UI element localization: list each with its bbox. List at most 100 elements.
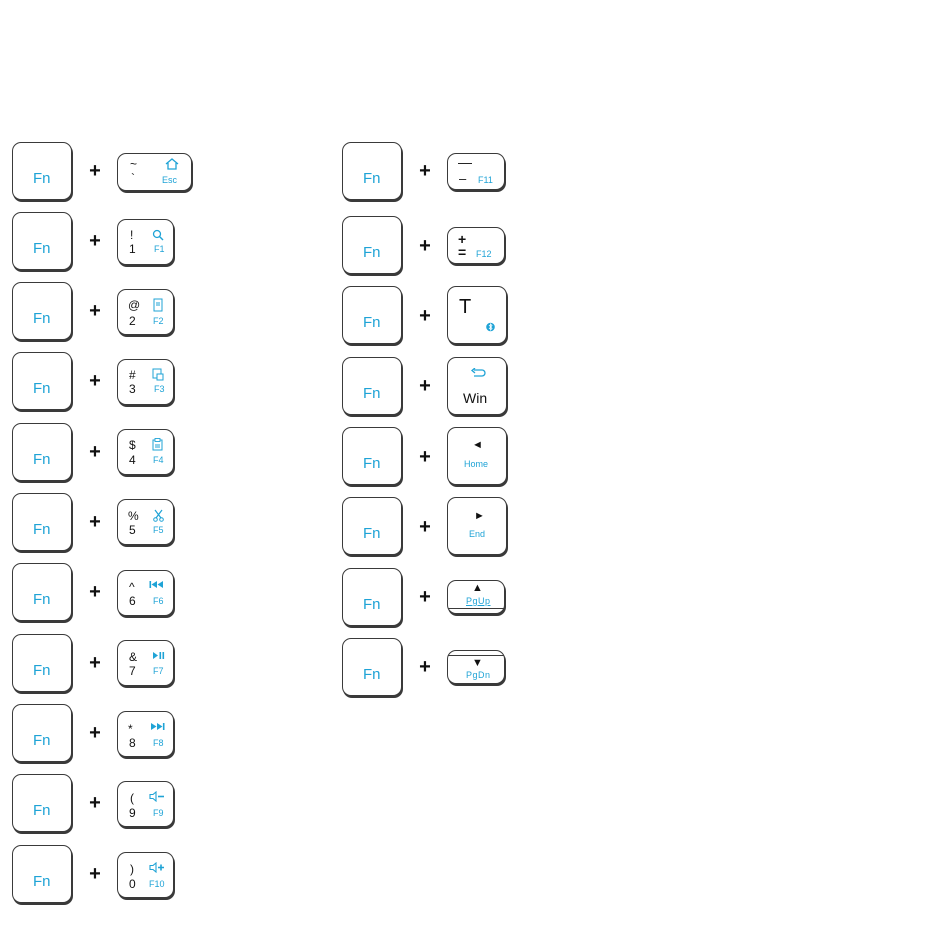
key-f1[interactable]: ! 1 F1 [117, 219, 174, 265]
key-f5[interactable]: % 5 F5 [117, 499, 174, 545]
key-top-char: # [129, 369, 136, 381]
key-bottom-char: 9 [129, 807, 136, 819]
fn-key[interactable]: Fn [12, 563, 72, 621]
key-sub-label: PgDn [466, 670, 491, 680]
previous-track-icon [149, 580, 165, 592]
key-divider [448, 655, 504, 656]
fkey-label: F9 [153, 808, 164, 818]
paste-icon [152, 438, 164, 454]
key-bottom-char: ` [131, 172, 135, 184]
fkey-label: F2 [153, 316, 164, 326]
plus-sign: + [85, 653, 105, 673]
fkey-label: Esc [162, 175, 177, 185]
fn-key[interactable]: Fn [342, 357, 402, 415]
plus-sign: + [415, 447, 435, 467]
fn-key[interactable]: Fn [342, 286, 402, 344]
key-top-char: $ [129, 439, 136, 451]
key-bottom-char: 8 [129, 737, 136, 749]
search-icon [152, 229, 164, 244]
key-f4[interactable]: $ 4 F4 [117, 429, 174, 475]
down-arrow-icon: ▼ [472, 658, 483, 668]
fn-label: Fn [363, 314, 381, 331]
key-pgup[interactable]: ▲ PgUp [447, 580, 505, 614]
fkey-label: F11 [478, 175, 493, 185]
volume-up-icon [149, 862, 165, 876]
fn-key[interactable]: Fn [342, 216, 402, 274]
volume-down-icon [149, 791, 165, 805]
fn-label: Fn [33, 521, 51, 538]
fn-label: Fn [33, 451, 51, 468]
key-top-char: ! [130, 229, 133, 241]
key-sub-label: PgUp [466, 596, 491, 606]
fn-key[interactable]: Fn [342, 142, 402, 200]
key-main-char: Win [463, 391, 487, 405]
bluetooth-icon [486, 322, 495, 335]
key-win[interactable]: Win [447, 357, 507, 415]
fn-label: Fn [363, 385, 381, 402]
plus-sign: + [415, 306, 435, 326]
key-t[interactable]: T [447, 286, 507, 344]
key-f9[interactable]: ( 9 F9 [117, 781, 174, 827]
key-sub-label: Home [464, 459, 488, 469]
key-f6[interactable]: ^ 6 F6 [117, 570, 174, 616]
key-bottom-char: – [459, 173, 466, 185]
left-arrow-icon: ◄ [472, 440, 483, 450]
key-esc[interactable]: ~ ` Esc [117, 153, 192, 191]
fn-key[interactable]: Fn [342, 568, 402, 626]
key-top-char: ( [130, 792, 134, 804]
fn-key[interactable]: Fn [12, 774, 72, 832]
fn-label: Fn [33, 873, 51, 890]
key-top-char: % [128, 510, 139, 522]
fn-label: Fn [33, 310, 51, 327]
key-home[interactable]: ◄ Home [447, 427, 507, 485]
key-f3[interactable]: # 3 F3 [117, 359, 174, 405]
fn-key[interactable]: Fn [12, 634, 72, 692]
fn-key[interactable]: Fn [342, 497, 402, 555]
play-pause-icon [152, 651, 165, 663]
plus-sign: + [85, 301, 105, 321]
key-f11[interactable]: — – F11 [447, 153, 505, 190]
key-f8[interactable]: * 8 F8 [117, 711, 174, 757]
key-bottom-char: 3 [129, 383, 136, 395]
plus-sign: + [415, 517, 435, 537]
key-f12[interactable]: + = F12 [447, 227, 505, 264]
key-top-char: ) [130, 863, 134, 875]
key-main-char: T [459, 297, 471, 317]
fn-key[interactable]: Fn [12, 212, 72, 270]
plus-sign: + [85, 512, 105, 532]
plus-sign: + [415, 376, 435, 396]
key-end[interactable]: ► End [447, 497, 507, 555]
fn-key[interactable]: Fn [12, 493, 72, 551]
key-f10[interactable]: ) 0 F10 [117, 852, 174, 898]
fn-key[interactable]: Fn [12, 352, 72, 410]
fn-key[interactable]: Fn [12, 845, 72, 903]
cut-icon [153, 509, 164, 525]
plus-sign: + [415, 657, 435, 677]
fn-key[interactable]: Fn [342, 427, 402, 485]
fn-label: Fn [33, 732, 51, 749]
plus-sign: + [85, 793, 105, 813]
plus-sign: + [415, 587, 435, 607]
fn-key[interactable]: Fn [342, 638, 402, 696]
fn-key[interactable]: Fn [12, 423, 72, 481]
key-bottom-char: 7 [129, 665, 136, 677]
fkey-label: F4 [153, 455, 164, 465]
plus-sign: + [85, 864, 105, 884]
fn-key[interactable]: Fn [12, 142, 72, 200]
plus-sign: + [85, 582, 105, 602]
fn-key[interactable]: Fn [12, 704, 72, 762]
key-top-char: * [128, 723, 133, 735]
fkey-label: F3 [154, 384, 165, 394]
return-icon [470, 368, 486, 383]
plus-sign: + [85, 371, 105, 391]
fkey-label: F7 [153, 666, 164, 676]
key-f2[interactable]: @ 2 F2 [117, 289, 174, 335]
key-top-char: — [458, 156, 472, 168]
fn-key[interactable]: Fn [12, 282, 72, 340]
key-pgdn[interactable]: ▼ PgDn [447, 650, 505, 684]
fn-label: Fn [363, 666, 381, 683]
key-f7[interactable]: & 7 F7 [117, 640, 174, 686]
plus-sign: + [85, 161, 105, 181]
fkey-label: F6 [153, 596, 164, 606]
fn-label: Fn [363, 455, 381, 472]
